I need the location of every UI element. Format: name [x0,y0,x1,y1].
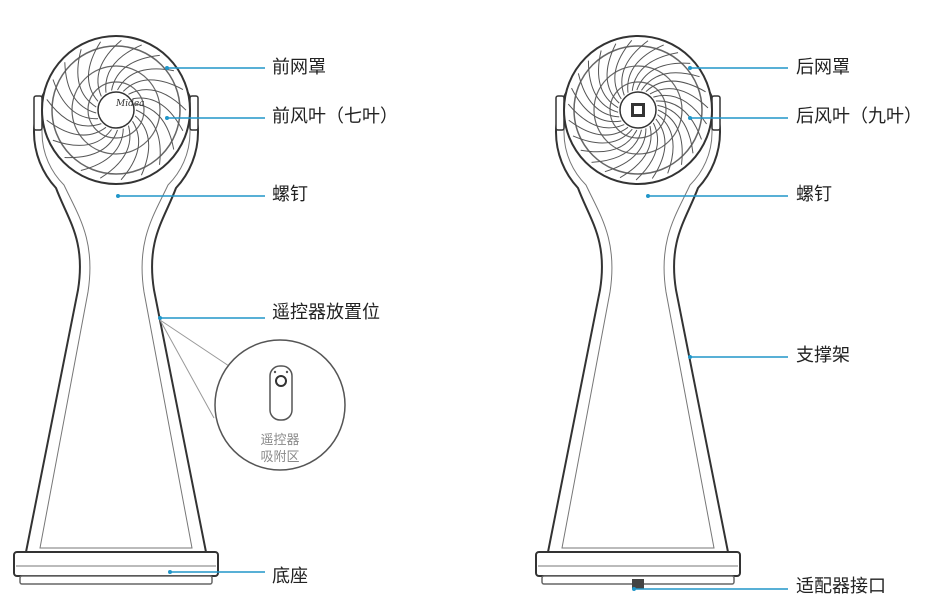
qr-code-inner [634,106,642,114]
callout-dot [688,66,692,70]
blade-curve [64,62,97,114]
blade-curve [649,88,709,109]
blade-curve [132,97,184,132]
side-knob-left [33,95,43,131]
label-front-blade: 前风叶（七叶） [272,106,398,127]
blade-curve [571,87,622,123]
blade-curve [135,103,175,150]
blade-curve [77,49,97,108]
blade-curve [111,54,160,91]
label-rear-blade: 后风叶（九叶） [796,106,922,127]
blade-curve [572,128,633,144]
label-front-guard: 前网罩 [272,57,326,78]
callout-dot [158,316,162,320]
blade-curve [46,119,107,136]
blade-curve [645,80,706,93]
blade-curve [641,72,700,91]
blade-curve [655,100,702,140]
blade-curve [120,120,140,181]
blade-curve [52,79,98,120]
guard-ring [609,81,667,139]
blade-curve [99,125,131,179]
label-front-screw: 螺钉 [272,184,308,205]
remote-inset [159,319,346,471]
blade-curve [621,40,649,96]
blade-curve [619,125,652,179]
callout-dot [165,116,169,120]
label-rear-screw: 螺钉 [796,184,832,205]
base-plate [535,551,741,577]
blade-curve [606,43,620,104]
blade-curve [657,114,674,174]
callout-dot [168,570,172,574]
callout-dot [165,66,169,70]
blade-curve [577,73,620,118]
label-remote-holder: 遥控器放置位 [272,302,380,323]
blade-curve [580,129,638,153]
label-support: 支撑架 [796,345,850,366]
blade-curve [87,41,102,102]
blade-curve [636,62,691,91]
callout-dot [632,587,636,591]
remote-button [275,375,287,387]
base-foot [19,575,213,585]
callout-dot [688,355,692,359]
callout-dot [688,116,692,120]
rear-fan-drawing [535,35,741,589]
remote-dot [285,370,289,374]
label-base: 底座 [272,566,308,587]
midea-logo: Midea [115,99,145,109]
adapter-port [632,579,644,589]
blade-curve [134,115,150,176]
blade-curve [635,122,659,181]
blade-curve [568,119,629,136]
inset-guide [159,319,239,373]
inset-text-line2: 吸附区 [260,450,300,465]
callout-leaders [116,66,788,591]
callout-dot [646,194,650,198]
remote-dot [273,370,277,374]
callout-dot [116,194,120,198]
blade-curve [46,99,102,127]
front-fan-drawing [13,35,219,585]
blade-curve [128,89,187,111]
blade-curve [105,44,142,93]
blade-curve [631,52,679,91]
blade-curve [591,129,642,163]
label-rear-guard: 后网罩 [796,57,850,78]
blade-curve [64,129,118,158]
side-knob-left [555,95,565,131]
guard-ring [51,45,181,175]
blade-curve [122,79,184,92]
hub [97,91,135,129]
side-knob-right [711,95,721,131]
inset-text-line1: 遥控器 [260,433,300,448]
remote-outline [269,365,293,421]
blade-curve [135,109,161,165]
blade-curve [587,60,619,113]
blade-curve [614,39,633,100]
blade-curve [598,50,619,109]
blade-curve [657,104,694,154]
guard-ring [593,65,683,155]
blade-curve [97,39,122,97]
blade-curve [657,109,683,165]
blade-curve [627,44,664,93]
label-adapter-port: 适配器接口 [796,576,886,597]
blade-curve [52,129,112,146]
inset-guide [159,319,215,419]
blade-curve [80,128,124,172]
blade-curve [604,128,647,173]
side-knob-right [189,95,199,131]
blade-curve [567,103,625,129]
blade-curve [651,118,666,179]
